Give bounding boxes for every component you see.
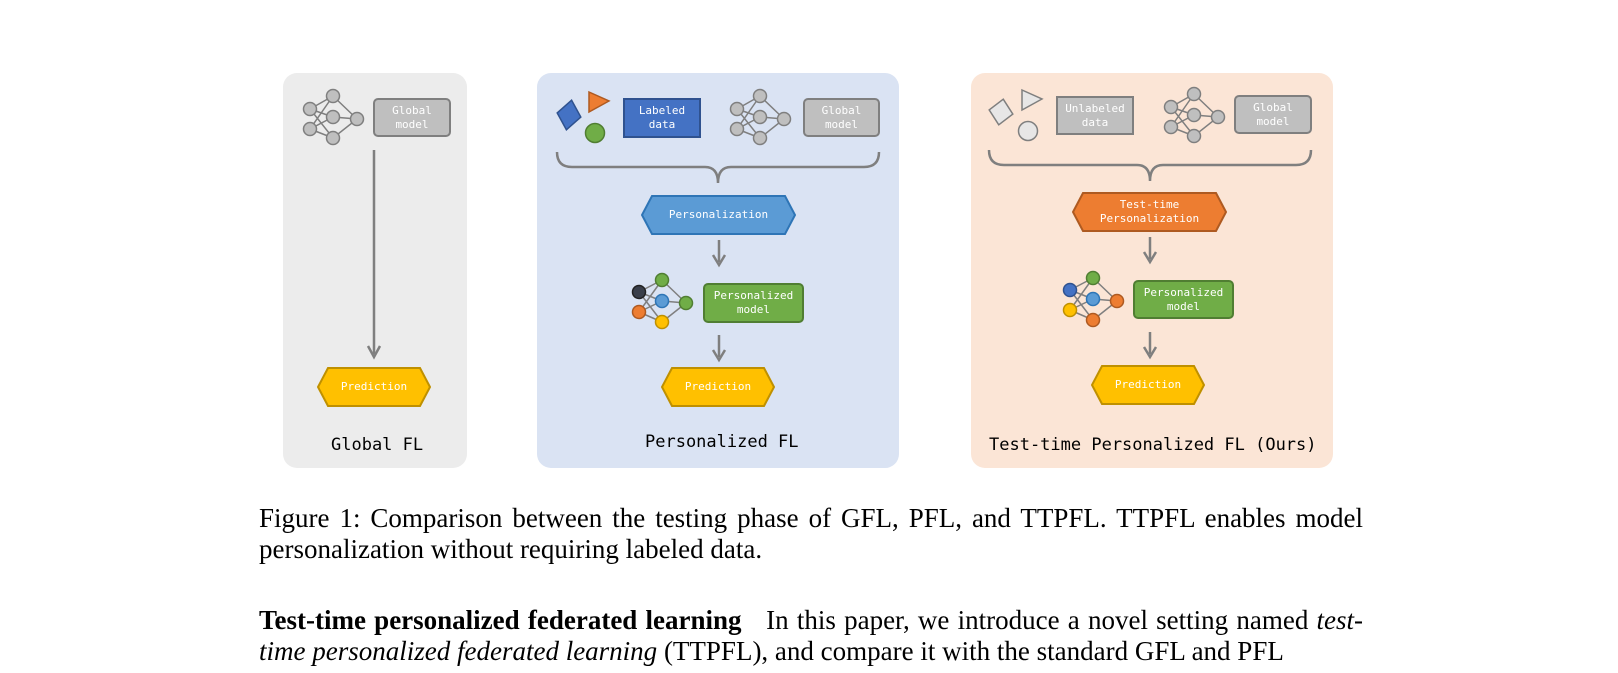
- test-time-personalization-label: Test-time Personalization: [1099, 198, 1200, 225]
- arrow-down-icon: [366, 150, 382, 360]
- paragraph-heading: Test-time personalized federated learnin…: [259, 605, 742, 635]
- global-model-network-icon: [1163, 86, 1226, 144]
- arrow-down-icon: [711, 335, 727, 363]
- prediction-label: Prediction: [1114, 378, 1182, 391]
- prediction-hexagon: Prediction: [1091, 365, 1205, 405]
- global-model-box: Global model: [1234, 95, 1312, 134]
- prediction-label: Prediction: [340, 380, 408, 393]
- personalized-model-box: Personalized model: [703, 283, 804, 323]
- panel-title-global-fl: Global FL: [331, 435, 424, 455]
- global-model-box: Global model: [373, 98, 451, 137]
- panel-title-personalized-fl: Personalized FL: [645, 432, 799, 452]
- prediction-hexagon: Prediction: [661, 367, 775, 407]
- global-model-network-icon: [302, 88, 365, 146]
- personalized-model-network-icon: [631, 272, 694, 330]
- figure-caption: Figure 1: Comparison between the testing…: [259, 503, 1363, 564]
- curly-brace-icon: [987, 149, 1313, 182]
- global-model-network-icon: [729, 88, 792, 146]
- arrow-down-icon: [711, 240, 727, 268]
- paragraph: Test-time personalized federated learnin…: [259, 605, 1363, 667]
- labeled-shapes-icon: [556, 90, 611, 144]
- prediction-label: Prediction: [684, 380, 752, 393]
- curly-brace-icon: [555, 151, 881, 184]
- prediction-hexagon: Prediction: [317, 367, 431, 407]
- labeled-data-box: Labeled data: [623, 98, 701, 138]
- panel-title-test-time-personalized-fl: Test-time Personalized FL (Ours): [989, 435, 1317, 455]
- paragraph-text-2: (TTPFL), and compare it with the standar…: [663, 636, 1284, 666]
- paragraph-text-1: In this paper, we introduce a novel sett…: [766, 605, 1309, 635]
- personalization-hexagon: Personalization: [641, 195, 796, 235]
- test-time-personalization-hexagon: Test-time Personalization: [1072, 192, 1227, 232]
- unlabeled-shapes-icon: [988, 88, 1044, 142]
- personalization-label: Personalization: [668, 208, 769, 221]
- paragraph-italic-term: test-time personalized federated learnin…: [259, 605, 1364, 666]
- arrow-down-icon: [1142, 237, 1158, 265]
- personalized-model-box: Personalized model: [1133, 280, 1234, 319]
- personalized-model-network-icon: [1062, 270, 1125, 328]
- global-model-box: Global model: [803, 98, 880, 137]
- unlabeled-data-box: Unlabeled data: [1056, 96, 1134, 135]
- arrow-down-icon: [1142, 332, 1158, 360]
